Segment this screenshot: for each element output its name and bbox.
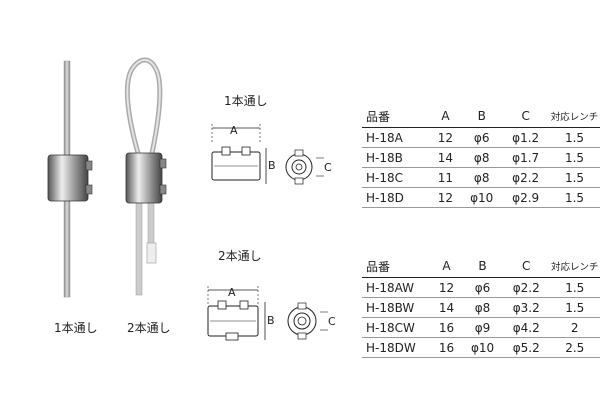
part-no: H-18AW [362,277,431,298]
table-header-row: 品番 A B C 対応レンチ [362,255,600,278]
wrench: 1.5 [549,147,600,168]
single-pass-clamp-photo [47,60,93,298]
section-title-double: 2本通し [218,249,262,263]
wrench: 2 [549,317,600,338]
double-pass-clamp-photo [124,57,167,296]
part-no: H-18C [362,167,430,188]
wrench: 1.5 [549,187,600,208]
part-no: H-18D [362,187,430,208]
table-row: H-18CW 16 φ9 φ4.2 2 [362,317,600,338]
dim-c: φ1.2 [502,127,550,148]
dim-a: 12 [429,187,462,208]
spec-table-double: 品番 A B C 対応レンチ H-18AW 12 φ6 φ2.2 1.5 H-1… [362,255,600,358]
dim-b: φ8 [461,167,503,188]
table-header-row: 品番 A B C 対応レンチ [362,105,600,128]
header-b: B [461,105,503,128]
dim-c: φ2.2 [502,277,550,298]
dim-c: φ4.2 [502,317,550,338]
part-no: H-18B [362,147,430,168]
dim-a: 16 [430,337,463,358]
caption-single-photo: 1本通し [54,321,98,335]
dim-b: φ6 [462,277,503,298]
dim-label-b: B [268,159,276,172]
dim-c: φ2.9 [502,187,550,208]
part-no: H-18BW [362,297,431,318]
dim-c: φ2.2 [502,167,550,188]
dim-label-b: B [267,314,275,327]
spec-table-single: 品番 A B C 対応レンチ H-18A 12 φ6 φ1.2 1.5 H-18… [362,105,600,208]
caption-double-photo: 2本通し [127,321,171,335]
single-pass-dimension-diagram: A B C [211,124,332,185]
section-title-single: 1本通し [224,94,268,108]
dim-label-a: A [230,124,238,137]
dim-b: φ8 [462,297,503,318]
dim-a: 12 [430,277,463,298]
wrench: 1.5 [549,297,600,318]
dim-a: 14 [429,147,462,168]
dim-b: φ9 [462,317,503,338]
double-pass-dimension-diagram: A B C [207,286,336,341]
table-row: H-18AW 12 φ6 φ2.2 1.5 [362,277,600,298]
dim-b: φ6 [461,127,503,148]
wrench: 2.5 [549,337,600,358]
dim-a: 12 [429,127,462,148]
dim-a: 16 [430,317,463,338]
dim-b: φ10 [462,337,503,358]
dim-c: φ3.2 [502,297,550,318]
dim-label-c: C [324,161,332,174]
table-row: H-18B 14 φ8 φ1.7 1.5 [362,147,600,168]
dim-b: φ10 [461,187,503,208]
header-part-no: 品番 [362,255,431,278]
dim-a: 11 [429,167,462,188]
header-c: C [502,255,550,278]
header-wrench: 対応レンチ [549,255,600,278]
dim-label-c: C [328,315,336,328]
part-no: H-18DW [362,337,431,358]
table-row: H-18C 11 φ8 φ2.2 1.5 [362,167,600,188]
dim-label-a: A [228,286,236,299]
wrench: 1.5 [549,127,600,148]
table-row: H-18DW 16 φ10 φ5.2 2.5 [362,337,600,358]
table-row: H-18BW 14 φ8 φ3.2 1.5 [362,297,600,318]
header-wrench: 対応レンチ [549,105,600,128]
table-row: H-18A 12 φ6 φ1.2 1.5 [362,127,600,148]
wrench: 1.5 [549,167,600,188]
table-row: H-18D 12 φ10 φ2.9 1.5 [362,187,600,208]
part-no: H-18CW [362,317,431,338]
header-a: A [429,105,462,128]
dim-c: φ5.2 [502,337,550,358]
header-part-no: 品番 [362,105,430,128]
dim-c: φ1.7 [502,147,550,168]
wrench: 1.5 [549,277,600,298]
part-no: H-18A [362,127,430,148]
dim-b: φ8 [461,147,503,168]
header-b: B [462,255,503,278]
dim-a: 14 [430,297,463,318]
header-c: C [502,105,550,128]
header-a: A [430,255,463,278]
